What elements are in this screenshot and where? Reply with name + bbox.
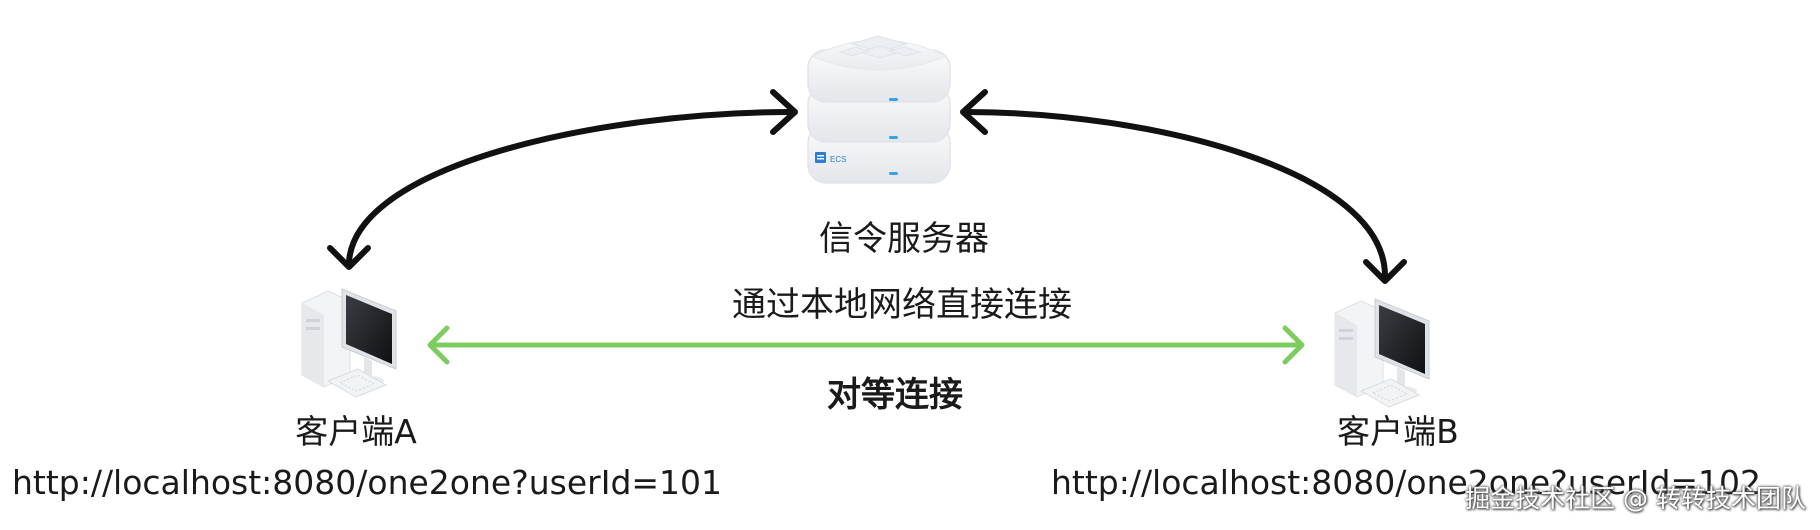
signaling-arrow-a <box>327 89 798 270</box>
status-led-icon <box>889 98 898 175</box>
ecs-badge-text: ECS <box>830 155 846 164</box>
p2p-arrow <box>427 325 1305 365</box>
arrowhead-icon <box>327 245 371 270</box>
arrowhead-icon <box>1363 259 1407 284</box>
arrowhead-icon <box>1282 325 1305 365</box>
watermark: 掘金技术社区 @ 转转技术团队 <box>1465 484 1806 513</box>
client-a-computer-icon <box>301 288 397 398</box>
arrowhead-icon <box>770 89 798 135</box>
arrowhead-icon <box>960 89 988 135</box>
signaling-arrow-b <box>960 89 1407 284</box>
client-a-url: http://localhost:8080/one2one?userId=101 <box>11 463 723 502</box>
client-b-url: http://localhost:8080/one2one?userId=102 <box>1050 463 1762 502</box>
direct-connection-label: 通过本地网络直接连接 <box>732 285 1072 325</box>
p2p-connection-label: 对等连接 <box>827 375 963 415</box>
ecs-badge-icon: ECS <box>815 152 846 164</box>
server-label: 信令服务器 <box>819 219 989 259</box>
client-b-label: 客户端B <box>1337 412 1459 451</box>
client-b-computer-icon <box>1334 298 1430 408</box>
server-icon: ECS <box>807 35 951 184</box>
arrowhead-icon <box>427 325 450 365</box>
client-a-label: 客户端A <box>295 412 417 451</box>
